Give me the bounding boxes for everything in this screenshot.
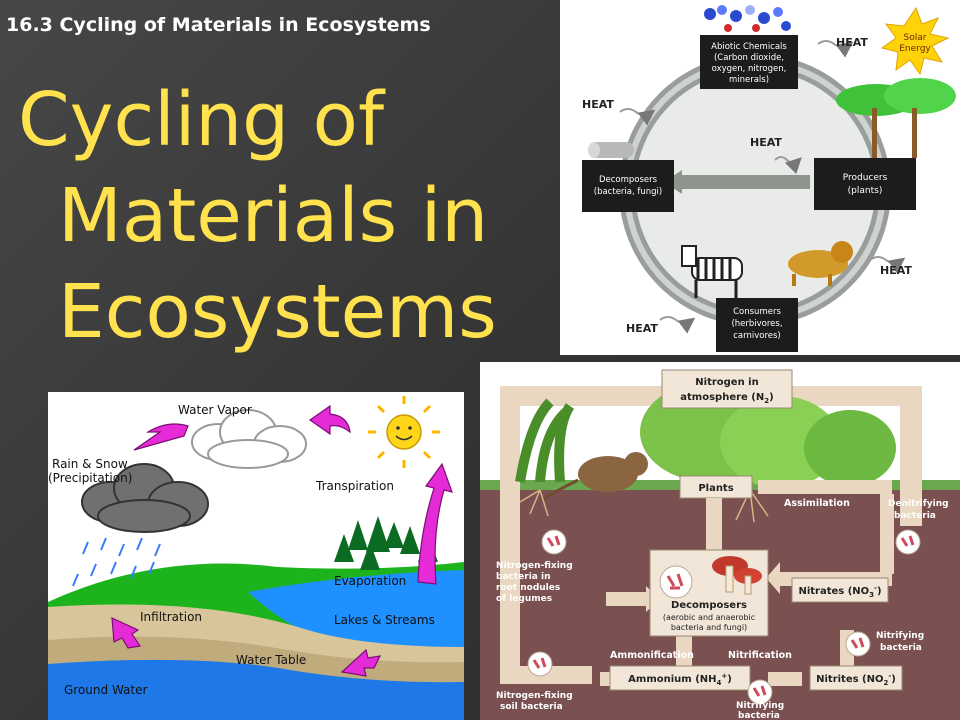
transpiration-arrow-icon <box>417 462 453 585</box>
nitrates-label: Nitrates (NO3-) <box>798 584 881 599</box>
slide-title: Cycling of Materials in Ecosystems <box>18 72 497 360</box>
bacteria-icon <box>527 529 921 705</box>
material-cycle-diagram: Abiotic Chemicals (Carbon dioxide, oxyge… <box>560 0 960 355</box>
water-cycle-diagram: Water Vapor Rain & Snow (Precipitation) … <box>48 392 464 720</box>
abiotic-box <box>700 35 798 89</box>
soil-bacteria-label: soil bacteria <box>500 702 563 712</box>
trees-icon <box>334 516 438 570</box>
rodent-icon <box>541 452 648 502</box>
trees-icon <box>836 78 956 158</box>
heat-label: HEAT <box>582 98 614 111</box>
plants-label: Plants <box>698 483 733 494</box>
nitrites-label: Nitrites (NO2-) <box>816 672 896 687</box>
nitrogen-cycle-diagram: Nitrogen in atmosphere (N2) Plants <box>480 362 960 720</box>
title-line-2: Materials in <box>58 173 489 259</box>
soil-bacteria-label: Nitrogen-fixing <box>496 691 573 701</box>
heat-arrows <box>619 40 906 334</box>
cycle-frame-arrows <box>500 376 922 684</box>
consumers-label: Consumers <box>733 307 781 317</box>
heat-label: HEAT <box>750 136 782 149</box>
vapor-arrow-icon <box>308 404 351 436</box>
infiltration-arrow-icon <box>111 617 142 649</box>
transpiration-label: Transpiration <box>315 479 394 493</box>
ammonification-label: Ammonification <box>610 650 694 661</box>
rain-label: (Precipitation) <box>48 471 132 485</box>
root-bacteria-label: root nodules <box>496 583 560 593</box>
atmosphere-label: atmosphere (N2) <box>680 392 773 405</box>
abiotic-label: Abiotic Chemicals <box>711 42 787 52</box>
water-table-label: Water Table <box>236 653 306 667</box>
mushroom-icon <box>712 556 762 595</box>
rain-drops <box>72 537 161 587</box>
sun-icon <box>368 396 440 468</box>
producers-box <box>814 158 916 210</box>
ammonium-box <box>609 665 751 691</box>
zebra-icon <box>681 245 743 298</box>
infiltration-label: Infiltration <box>140 610 202 624</box>
evaporation-label: Evaporation <box>334 574 406 588</box>
solar-label: Energy <box>899 44 931 54</box>
root-bacteria-label: Nitrogen-fixing <box>496 561 573 571</box>
ground-water <box>48 659 464 720</box>
producers-label: (plants) <box>848 186 883 196</box>
bacteria-icon <box>659 565 693 599</box>
lake <box>248 570 464 654</box>
heat-label: HEAT <box>626 322 658 335</box>
ammonium-label: Ammonium (NH4+) <box>628 672 732 687</box>
root-bacteria-label: bacteria in <box>496 572 550 582</box>
nitrifying-label: Nitrifying <box>736 701 784 711</box>
decomposers-label: bacteria and fungi) <box>671 623 747 632</box>
atmosphere-box <box>661 369 793 409</box>
rain-label: Rain & Snow <box>52 457 128 471</box>
nitrites-box <box>809 665 903 691</box>
decomposers-label: (bacteria, fungi) <box>594 187 662 197</box>
producers-label: Producers <box>843 173 888 183</box>
water-vapor-label: Water Vapor <box>178 403 252 417</box>
log-icon <box>588 142 634 158</box>
solar-label: Solar <box>904 33 927 43</box>
consumers-label: (herbivores, <box>731 319 782 329</box>
precip-arrow-icon <box>133 423 189 451</box>
title-line-3: Ecosystems <box>58 269 497 355</box>
lion-icon <box>788 241 853 286</box>
slide-header: 16.3 Cycling of Materials in Ecosystems <box>6 14 431 36</box>
decomposers-label: Decomposers <box>671 600 747 611</box>
abiotic-label: minerals) <box>729 75 769 85</box>
abiotic-label: (Carbon dioxide, <box>714 53 784 63</box>
assimilation-label: Assimilation <box>784 498 850 509</box>
watertable-arrow-icon <box>340 648 382 677</box>
nitrifying-label: bacteria <box>738 711 780 720</box>
nitrifying-label: bacteria <box>880 643 922 653</box>
abiotic-label: oxygen, nitrogen, <box>712 64 787 74</box>
root-bacteria-label: of legumes <box>496 594 552 604</box>
denitrifying-label: Denitrifying <box>888 499 949 509</box>
rain-cloud-icon <box>81 463 209 533</box>
ground-water-label: Ground Water <box>64 683 147 697</box>
atmosphere-label: Nitrogen in <box>695 377 758 388</box>
decomposers-label: Decomposers <box>599 175 658 185</box>
title-line-1: Cycling of <box>18 77 384 163</box>
sun-icon <box>880 6 950 76</box>
heat-label: HEAT <box>880 264 912 277</box>
roots <box>519 489 769 523</box>
molecules-icon <box>704 5 791 32</box>
white-cloud-icon <box>191 409 307 469</box>
consumers-label: carnivores) <box>733 331 781 341</box>
consumers-box <box>716 298 798 352</box>
nitrification-label: Nitrification <box>728 650 792 661</box>
heat-label: HEAT <box>836 36 868 49</box>
lakes-label: Lakes & Streams <box>334 613 435 627</box>
decomposers-box <box>582 160 674 212</box>
nitrifying-label: Nitrifying <box>876 631 924 641</box>
decomposers-label: (aerobic and anaerobic <box>663 613 755 622</box>
flow-arrows <box>111 404 453 677</box>
nitrates-box <box>791 577 889 603</box>
denitrifying-label: bacteria <box>894 511 936 521</box>
